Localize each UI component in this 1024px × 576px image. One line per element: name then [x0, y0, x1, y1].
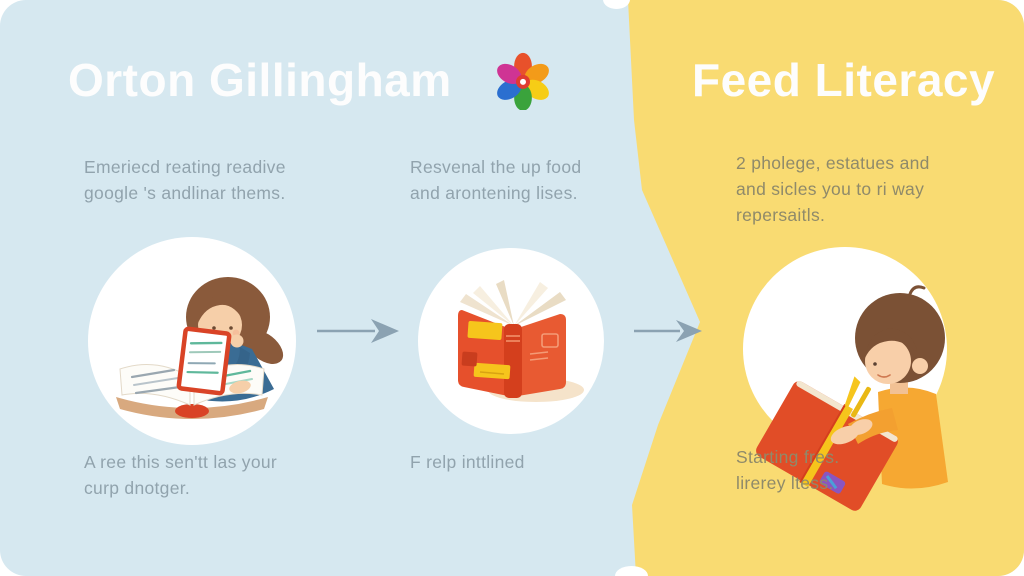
arrow-right-icon: [317, 319, 399, 343]
boy-reading-illustration: [743, 247, 948, 511]
woman-reading-illustration: [88, 237, 296, 445]
text-block-bottom-left: A ree this sen'tt las your curp dnotger.: [84, 452, 278, 498]
text-block-top-left: Emeriecd reating readive google 's andli…: [84, 157, 286, 203]
seam-notch-bottom: [615, 566, 648, 576]
right-title: Feed Literacy: [692, 54, 996, 106]
seam-notch-top: [603, 0, 630, 9]
text-block-top-right: 2 pholege, estatues and and sicles you t…: [736, 153, 930, 225]
text-block-bottom-right: Starting fres. lirerey ltess.: [736, 447, 840, 493]
text-block-bottom-middle: F relp inttlined: [410, 452, 525, 472]
flower-icon: [497, 52, 549, 110]
arrow-right-icon: [634, 320, 702, 342]
open-book-illustration: [418, 248, 604, 434]
left-title: Orton Gillingham: [68, 54, 452, 106]
text-block-top-middle: Resvenal the up food and arontening lise…: [410, 157, 582, 203]
